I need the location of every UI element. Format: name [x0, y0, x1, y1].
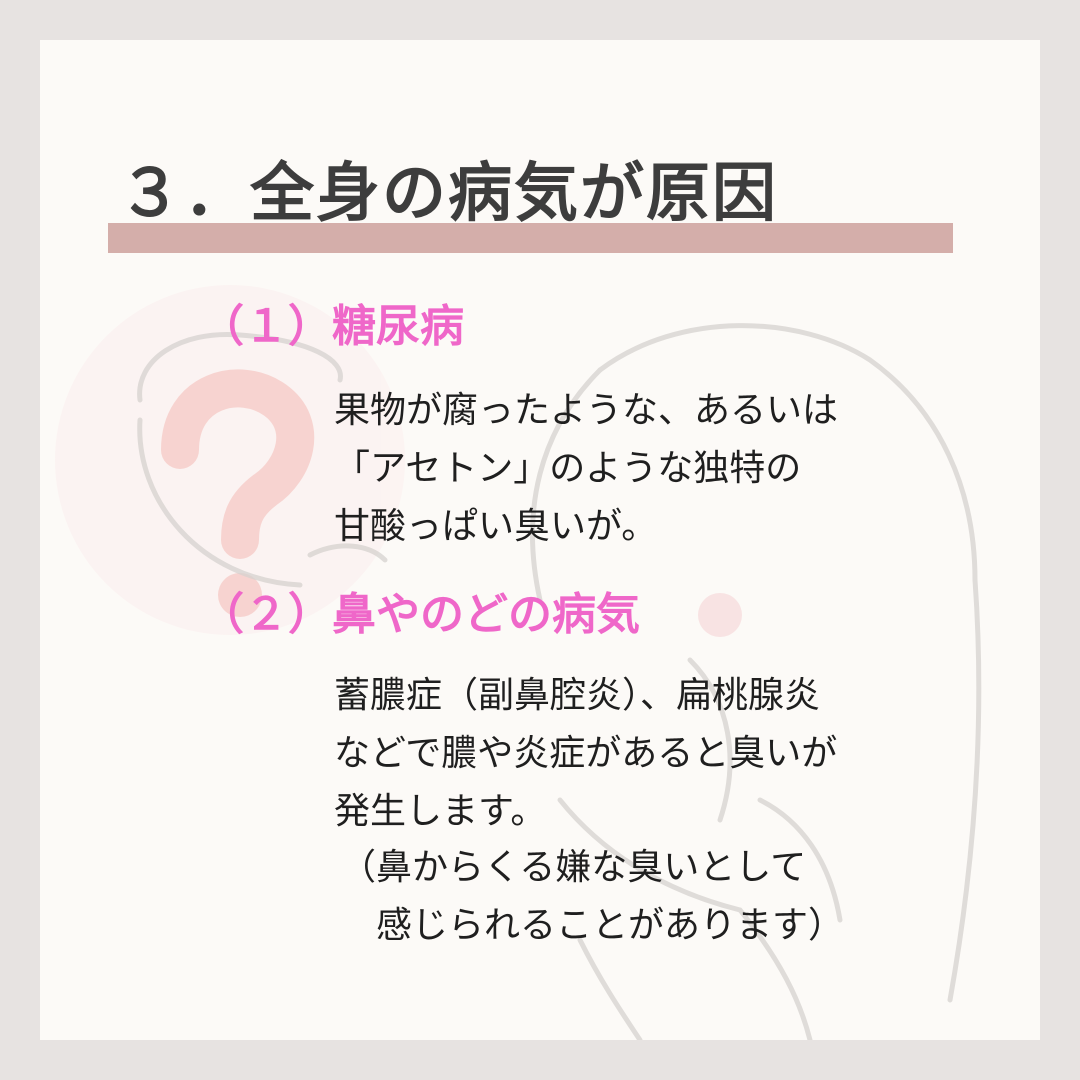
background-illustration	[55, 285, 982, 1040]
section-body-nose-throat: 蓄膿症（副鼻腔炎）、扁桃腺炎 などで膿や炎症があると臭いが 発生します。	[334, 675, 838, 832]
section-heading-nose-throat: （２）鼻やのどの病気	[200, 589, 640, 640]
woman-illustration	[137, 323, 982, 1040]
section-note-nose-throat: （鼻からくる嫌な臭いとして 感じられることがあります）	[340, 847, 845, 946]
title-underline-bar	[108, 223, 953, 253]
card: ３．全身の病気が原因 （１）糖尿病 果物が腐ったような、あるいは 「アセトン」の…	[40, 40, 1040, 1040]
section-heading-diabetes: （１）糖尿病	[200, 301, 464, 352]
section-body-diabetes: 果物が腐ったような、あるいは 「アセトン」のような独特の 甘酸っぱい臭いが。	[334, 390, 839, 547]
page-title: ３．全身の病気が原因	[118, 157, 778, 231]
